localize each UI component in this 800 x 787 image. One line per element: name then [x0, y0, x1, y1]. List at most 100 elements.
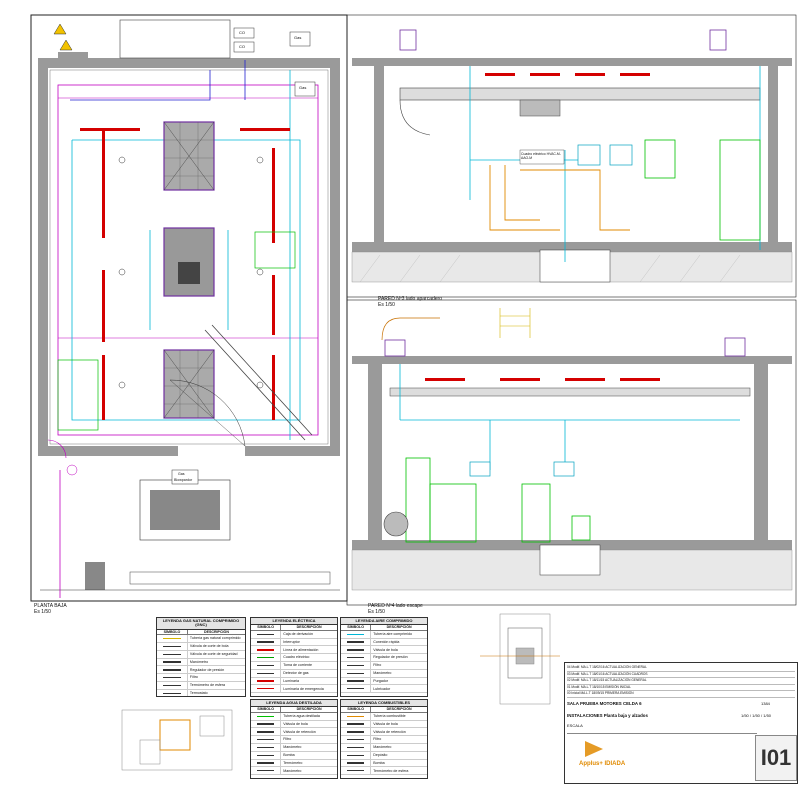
legend-row-text: Manómetro	[373, 745, 392, 750]
legend-symbol-icon	[341, 751, 372, 759]
legend-symbol-icon	[341, 728, 372, 736]
warning-icon	[53, 23, 67, 35]
section-top-floor	[352, 242, 792, 252]
legend-symbol-icon	[251, 662, 282, 669]
plan-door-swing	[169, 379, 246, 447]
legend-symbol-icon	[341, 638, 372, 646]
legend-symbol-icon	[341, 759, 372, 767]
plan-floor	[49, 69, 329, 445]
legend-symbol-icon	[157, 666, 188, 674]
legend-row: Válvula de bola	[341, 646, 427, 655]
legend-symbol-icon	[341, 720, 372, 728]
legend-title: LEYENDA AGUA DESTILADA	[251, 700, 337, 708]
legend-row: Filtro	[341, 736, 427, 744]
legend-symbol-icon	[251, 630, 282, 638]
section-top-title: PARED Nº3 lado aparcadero	[378, 296, 442, 302]
cuadro-electrico-label: Cuadro eléctrico HVAC-M-AAO-M	[521, 152, 561, 160]
legend-symbol-icon	[341, 646, 372, 654]
plan-tag-box	[171, 469, 199, 485]
section-top	[351, 29, 793, 283]
legend-row: Termómetro	[251, 759, 337, 768]
section-bottom-frame	[346, 299, 797, 606]
legend-row: Bomba	[341, 759, 427, 768]
legend-symbol-icon	[251, 677, 282, 685]
revision-code: 1384	[761, 701, 770, 706]
legend-symbol-icon	[251, 646, 282, 654]
legend-row: Tubería aire comprimido	[341, 630, 427, 639]
legend-col: DESCRIPCIÓN	[203, 629, 229, 634]
section-bottom-ceiling	[352, 356, 792, 364]
legend-row-text: Detector de gas	[283, 670, 309, 675]
legend-symbol-icon	[251, 767, 282, 775]
plan-tag: Gas	[178, 472, 185, 476]
plan-wall-left	[38, 58, 48, 456]
legend-row-text: Interruptor	[283, 639, 300, 644]
legend-row-text: Purgador	[373, 678, 389, 683]
plan-air-pipe	[71, 139, 301, 421]
legend-row-text: Manómetro	[189, 659, 209, 664]
legend-row-text: Regulador de presión	[373, 655, 408, 660]
plan-title: PLANTA BAJA	[34, 603, 67, 609]
legend-row-text: Línea de alimentación	[283, 647, 319, 652]
legend-row: Manómetro	[251, 744, 337, 752]
section-top-luminaires	[485, 73, 650, 76]
legend-row: Manómetro	[157, 658, 245, 667]
company-name: Applus+ IDIADA	[579, 761, 626, 767]
plan-tag: CO	[239, 30, 245, 35]
legend-row-text: Tubería agua destilada	[283, 714, 320, 718]
legend-row-text: Válvula de bola	[283, 721, 308, 726]
legend-row: Lubricador	[341, 685, 427, 694]
plan-tag-box	[233, 41, 255, 53]
plan-tag-box	[233, 27, 255, 39]
legend-col: DESCRIPCIÓN	[296, 707, 322, 712]
legend-symbol-icon	[341, 736, 372, 743]
revision-table: 04 Modif. MA.L.T 18/02/16 ACTUALIZACIÓN …	[567, 665, 795, 698]
plan-wall-bottom-right	[245, 446, 340, 456]
legend-col: SÍMBOLO	[341, 707, 372, 712]
section-top-ceiling	[352, 58, 792, 66]
legend-row: Regulador de presión	[157, 666, 245, 675]
warning-icon	[59, 39, 73, 51]
legend-row: Cuadro eléctrico	[251, 654, 337, 662]
legend-symbol-icon	[341, 669, 372, 677]
legend-row-text: Lubricador	[373, 686, 391, 691]
legend-col: DESCRIPCIÓN	[296, 625, 322, 630]
legend-row-text: Luminaria	[283, 678, 300, 683]
section-bottom-luminaires	[425, 378, 660, 381]
legend-row-text: Válvula de corte de bola	[189, 644, 229, 649]
legend-row: Tubería combustible	[341, 712, 427, 721]
drawing-name: INSTALACIONES Planta baja y alzados	[567, 713, 648, 718]
revision-row: 04 Modif. MA.L.T 18/02/16 ACTUALIZACIÓN …	[567, 665, 795, 672]
legend-row: Termómetro de esfera	[157, 682, 245, 690]
legend-row: Manómetro	[341, 669, 427, 678]
legend-row-text: Bomba	[283, 752, 295, 757]
key-plan	[121, 709, 233, 771]
legend-row: Purgador	[341, 677, 427, 686]
company-logo-icon	[585, 741, 603, 757]
legend-symbol-icon	[251, 654, 282, 661]
section-bottom-scale: Es 1/50	[368, 609, 385, 615]
legend-row: Tubería gas natural comprimido	[157, 635, 245, 644]
revision-row: 01 Modif. MA.L.T 18/10/15 EMISIÓN INICIA…	[567, 685, 795, 692]
legend-symbol-icon	[251, 712, 282, 720]
legend-col: SÍMBOLO	[157, 629, 188, 635]
cuadro-electrico-box	[519, 149, 565, 165]
legend-col: DESCRIPCIÓN	[386, 707, 412, 712]
legend-row: Válvula de corte de seguridad	[157, 650, 245, 659]
legend-row-text: Toma de corriente	[283, 663, 312, 668]
legend-row-text: Termómetro	[283, 760, 303, 765]
legend-row-text: Válvula de retención	[373, 729, 406, 734]
legend-row-text: Válvula de retención	[283, 729, 316, 734]
legend-row-text: Filtro	[373, 737, 382, 742]
section-top-frame	[346, 14, 797, 298]
legend-symbol-icon	[251, 685, 282, 693]
legend-symbol-icon	[251, 728, 282, 736]
legend-row-text: Tubería combustible	[373, 714, 406, 718]
legend-row-text: Manómetro	[283, 745, 302, 750]
legend-title: LEYENDA COMBUSTIBLES	[341, 700, 427, 708]
legend-row: Válvula de bola	[341, 720, 427, 729]
legend-row: Tubería agua destilada	[251, 712, 337, 721]
legend-row-text: Depósito	[373, 752, 388, 757]
